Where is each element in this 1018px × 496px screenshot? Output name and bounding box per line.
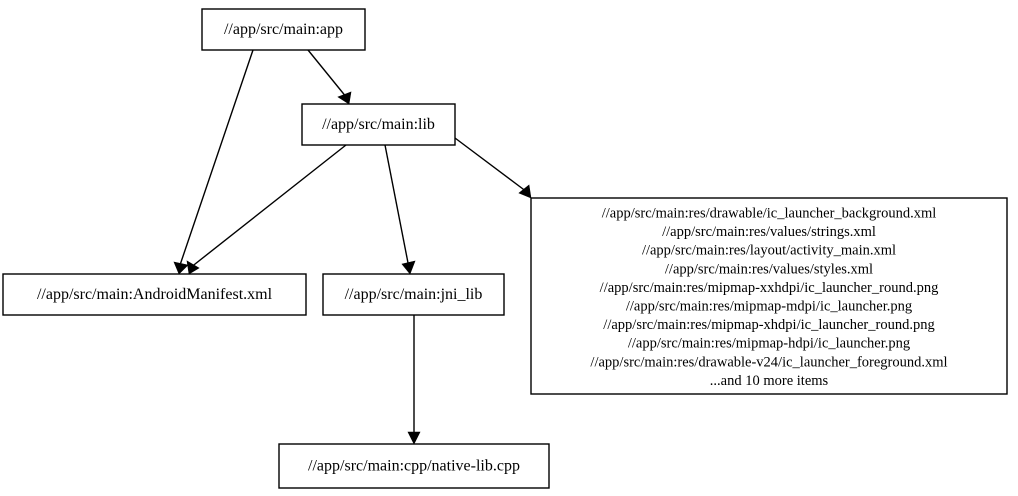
edge-lib-to-res-group: [454, 137, 532, 199]
arrowhead-icon: [407, 431, 421, 445]
node-label-multiline: //app/src/main:res/drawable/ic_launcher_…: [590, 206, 947, 389]
node-label-line: //app/src/main:res/values/strings.xml: [662, 224, 876, 240]
edge-line: [189, 144, 347, 269]
graph-edges: [173, 49, 532, 445]
node-label-line: //app/src/main:res/mipmap-mdpi/ic_launch…: [626, 299, 912, 315]
node-label: //app/src/main:AndroidManifest.xml: [37, 286, 273, 303]
edge-lib-to-manifest: [186, 144, 347, 275]
node-label-line: //app/src/main:res/drawable-v24/ic_launc…: [590, 354, 947, 370]
node-label-line: //app/src/main:res/values/styles.xml: [665, 261, 873, 277]
node-res-group[interactable]: //app/src/main:res/drawable/ic_launcher_…: [530, 197, 1008, 395]
node-box[interactable]: [322, 273, 505, 316]
node-label-line: ...and 10 more items: [710, 373, 829, 389]
graph-nodes: //app/src/main:app //app/src/main:lib //…: [2, 8, 1008, 489]
node-android-manifest[interactable]: //app/src/main:AndroidManifest.xml: [2, 273, 307, 316]
node-label: //app/src/main:app: [224, 21, 343, 38]
node-native-lib-cpp[interactable]: //app/src/main:cpp/native-lib.cpp: [278, 443, 550, 489]
node-label-line: //app/src/main:res/mipmap-hdpi/ic_launch…: [628, 336, 910, 352]
node-label-line: //app/src/main:res/drawable/ic_launcher_…: [602, 206, 937, 222]
edge-app-to-lib: [307, 49, 352, 105]
node-box[interactable]: [201, 8, 366, 51]
node-label-line: //app/src/main:res/layout/activity_main.…: [642, 243, 896, 259]
node-label: //app/src/main:cpp/native-lib.cpp: [308, 458, 520, 475]
edge-lib-to-jni-lib: [384, 144, 416, 275]
node-lib[interactable]: //app/src/main:lib: [301, 103, 456, 146]
node-box[interactable]: [530, 197, 1008, 395]
arrowhead-icon: [518, 184, 532, 199]
arrowhead-icon: [401, 260, 416, 275]
node-box[interactable]: [301, 103, 456, 146]
node-app[interactable]: //app/src/main:app: [201, 8, 366, 51]
edge-line: [384, 144, 410, 269]
node-label-line: //app/src/main:res/mipmap-xxhdpi/ic_laun…: [600, 280, 939, 296]
arrowhead-icon: [173, 261, 189, 275]
edge-line: [178, 49, 254, 269]
node-jni-lib[interactable]: //app/src/main:jni_lib: [322, 273, 505, 316]
edge-line: [307, 49, 348, 99]
edge-line: [454, 137, 528, 193]
arrowhead-icon: [337, 91, 352, 105]
node-box[interactable]: [2, 273, 307, 316]
node-label: //app/src/main:lib: [322, 116, 435, 133]
node-label: //app/src/main:jni_lib: [345, 286, 483, 303]
node-box[interactable]: [278, 443, 550, 489]
edge-app-to-manifest: [173, 49, 254, 275]
arrowhead-icon: [186, 260, 200, 275]
node-label-line: //app/src/main:res/mipmap-xhdpi/ic_launc…: [603, 317, 934, 333]
edge-jni-lib-to-native-lib: [407, 315, 421, 445]
